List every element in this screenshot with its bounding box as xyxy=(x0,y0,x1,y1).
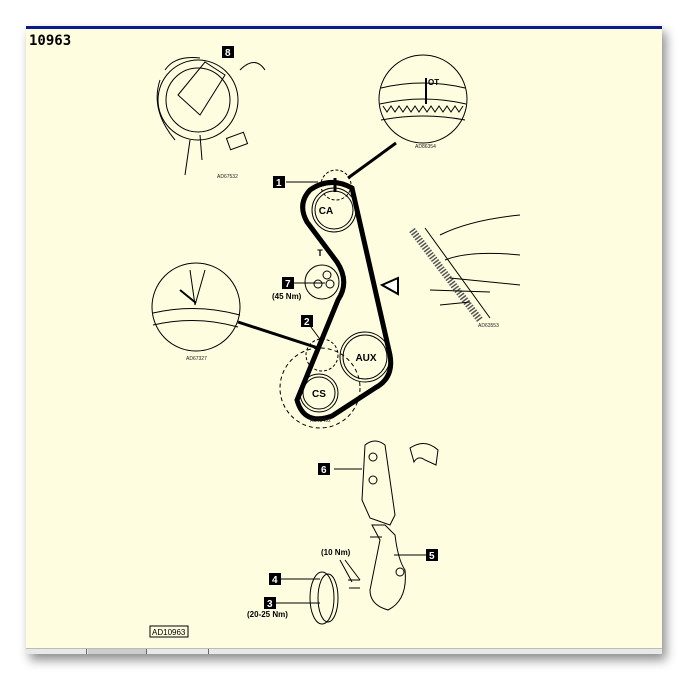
callout-4: 4 xyxy=(269,573,281,586)
reference-box: AD10963 xyxy=(149,625,189,638)
callout-5: 5 xyxy=(426,549,438,562)
torque-bracket: (10 Nm) xyxy=(321,548,351,557)
callout-7: 7 xyxy=(282,277,294,290)
callout-3: 3 xyxy=(264,597,276,610)
svg-text:4: 4 xyxy=(272,575,278,586)
distributor-drawing xyxy=(156,57,266,176)
callout-2: 2 xyxy=(301,315,313,328)
svg-text:AD10963: AD10963 xyxy=(152,628,186,637)
detail-ref: AD67532 xyxy=(217,174,238,180)
belt-hand-drawing xyxy=(409,214,521,323)
window-title: 10963 xyxy=(29,33,72,49)
callout-8: 8 xyxy=(222,46,234,59)
detail-ref: AD63553 xyxy=(478,323,499,329)
pulley-label-cs: CS xyxy=(312,389,326,400)
belt-notch-detail xyxy=(151,262,319,352)
svg-text:5: 5 xyxy=(429,551,435,562)
detail-ref: AD78492 xyxy=(310,418,331,424)
detail-ref: AD67327 xyxy=(186,356,207,362)
pulley-label-ca: CA xyxy=(319,206,333,217)
status-bar xyxy=(26,648,662,654)
pulley-label-aux: AUX xyxy=(355,353,376,364)
svg-text:1: 1 xyxy=(276,178,282,189)
svg-text:3: 3 xyxy=(267,599,273,610)
callout-1: 1 xyxy=(273,176,285,189)
timing-mark-detail xyxy=(347,54,468,180)
svg-text:8: 8 xyxy=(225,48,231,59)
svg-text:2: 2 xyxy=(304,317,310,328)
timing-belt xyxy=(294,180,394,422)
torque-pulley: (20-25 Nm) xyxy=(247,610,288,619)
dashed-highlight xyxy=(279,347,361,429)
bracket-drawing xyxy=(309,440,439,625)
callout-6: 6 xyxy=(318,463,330,476)
svg-text:6: 6 xyxy=(321,465,327,476)
dashed-highlight xyxy=(305,338,339,372)
torque-tensioner: (45 Nm) xyxy=(272,292,302,301)
svg-text:7: 7 xyxy=(285,279,291,290)
diagram-window: 10963 xyxy=(26,26,662,654)
direction-arrow-icon xyxy=(379,276,399,296)
detail-ref: AD86354 xyxy=(415,144,436,150)
tensioner-pulley xyxy=(304,264,340,300)
timing-mark-label: OT xyxy=(428,78,439,87)
pulley-label-t: T xyxy=(317,248,323,258)
